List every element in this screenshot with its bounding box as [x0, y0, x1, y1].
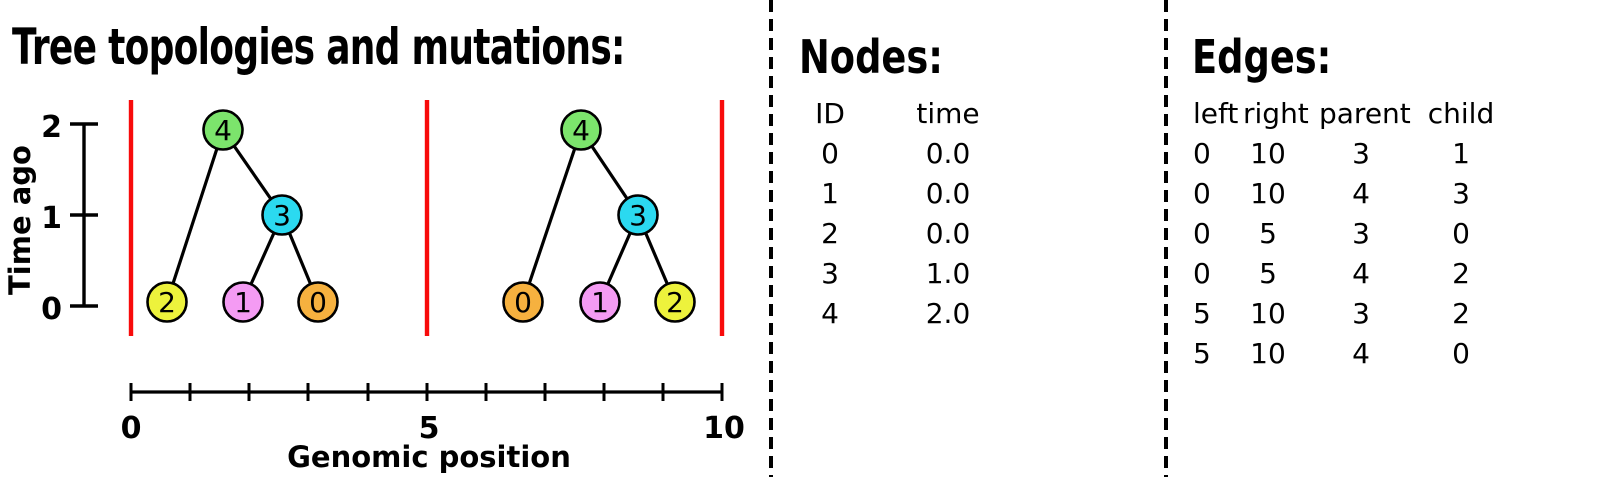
genomic-tick-label-5: 5	[419, 411, 440, 446]
time-axis: 2 1 0 Time ago	[3, 110, 98, 327]
node-id: 3	[821, 257, 839, 290]
edges-col-header-right: right	[1243, 97, 1309, 130]
dashed-divider	[1164, 0, 1168, 477]
time-tick-label-1: 1	[41, 201, 62, 236]
tree1-node-2: 2	[146, 281, 188, 323]
edge-parent: 3	[1352, 297, 1370, 330]
genomic-tick-label-0: 0	[121, 411, 142, 446]
tree2-node-3: 3	[617, 194, 659, 236]
edges-panel-title: Edges:	[1192, 30, 1332, 84]
node-circle	[560, 109, 602, 151]
node-id: 4	[821, 297, 839, 330]
node-circle	[222, 281, 264, 323]
tree1-node-1: 1	[222, 281, 264, 323]
edge-child: 0	[1452, 217, 1470, 250]
edges-table: left right parent child 0 10 3 1 0 10 4 …	[1193, 94, 1497, 374]
node-circle	[579, 281, 621, 323]
edges-col-header-parent: parent	[1319, 97, 1411, 130]
node-circle	[502, 281, 544, 323]
edge-child: 3	[1452, 177, 1470, 210]
edge-parent: 3	[1352, 137, 1370, 170]
node-label: 0	[514, 286, 532, 319]
node-id: 1	[821, 177, 839, 210]
node-label: 3	[629, 199, 647, 232]
tree1-node-4: 4	[202, 109, 244, 151]
tree-1: 4 3 2 1 0	[146, 109, 339, 323]
edge-parent: 3	[1352, 217, 1370, 250]
node-label: 4	[572, 114, 590, 147]
genomic-tick-label-10: 10	[703, 411, 745, 446]
tree-edge-4-0	[521, 129, 583, 303]
node-label: 1	[591, 286, 609, 319]
dashed-divider	[769, 0, 773, 477]
node-circle	[202, 109, 244, 151]
time-axis-label: Time ago	[3, 145, 37, 295]
node-circle	[297, 281, 339, 323]
genomic-axis: 0 5 10 Genomic position	[121, 383, 745, 474]
tree2-node-1: 1	[579, 281, 621, 323]
edge-parent: 4	[1352, 337, 1370, 370]
nodes-panel-title: Nodes:	[799, 30, 944, 84]
node-time: 1.0	[925, 257, 971, 290]
tree2-node-0: 0	[502, 281, 544, 323]
node-circle	[654, 281, 696, 323]
node-label: 2	[666, 286, 684, 319]
edge-parent: 4	[1352, 257, 1370, 290]
node-circle	[261, 194, 303, 236]
figure-title: Tree topologies and mutations:	[12, 18, 625, 76]
nodes-col-header-id: ID	[815, 97, 845, 130]
node-time: 0.0	[925, 217, 971, 250]
time-tick-label-0: 0	[41, 292, 62, 327]
edge-child: 2	[1452, 297, 1470, 330]
tree-2: 4 3 0 1 2	[502, 109, 696, 323]
edge-right: 5	[1259, 257, 1277, 290]
edge-right: 10	[1250, 137, 1286, 170]
edge-child: 0	[1452, 337, 1470, 370]
node-label: 0	[309, 286, 327, 319]
nodes-col-header-time: time	[916, 97, 980, 130]
breakpoint-lines	[128, 100, 725, 336]
tree2-node-2: 2	[654, 281, 696, 323]
edges-col-header-child: child	[1427, 97, 1495, 130]
node-label: 4	[214, 114, 232, 147]
edge-child: 1	[1452, 137, 1470, 170]
edge-right: 10	[1250, 337, 1286, 370]
tree1-node-0: 0	[297, 281, 339, 323]
time-tick-label-2: 2	[41, 110, 62, 145]
node-label: 2	[158, 286, 176, 319]
tree1-node-3: 3	[261, 194, 303, 236]
node-label: 1	[234, 286, 252, 319]
node-id: 2	[821, 217, 839, 250]
node-circle	[617, 194, 659, 236]
node-time: 2.0	[925, 297, 971, 330]
edge-child: 2	[1452, 257, 1470, 290]
edge-right: 10	[1250, 297, 1286, 330]
node-circle	[146, 281, 188, 323]
edge-right: 10	[1250, 177, 1286, 210]
tree-edge-4-2	[165, 129, 225, 303]
edge-right: 5	[1259, 217, 1277, 250]
genomic-axis-label: Genomic position	[287, 440, 571, 474]
node-time: 0.0	[925, 137, 971, 170]
tree-sequence-chart: 2 1 0 Time ago 4 3 2 1	[3, 100, 745, 474]
node-id: 0	[821, 137, 839, 170]
nodes-table: ID time 0 0.0 1 0.0 2 0.0 3 1.0 4 2.0	[798, 94, 1008, 334]
node-time: 0.0	[925, 177, 971, 210]
node-label: 3	[273, 199, 291, 232]
edge-parent: 4	[1352, 177, 1370, 210]
tree2-node-4: 4	[560, 109, 602, 151]
